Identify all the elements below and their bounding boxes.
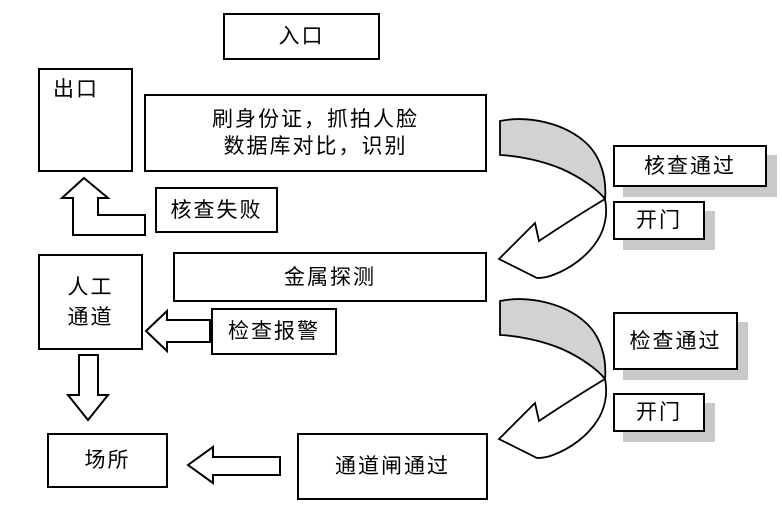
- left-arrow-alarm-to-manual: [144, 308, 211, 354]
- node-exit-label: 出口: [53, 77, 99, 101]
- node-open-door-after-verify: 开门: [613, 201, 705, 240]
- node-check-alarm: 检查报警: [211, 308, 337, 355]
- left-arrow-gate-to-venue: [186, 445, 281, 485]
- node-verify-fail-label: 核查失败: [170, 197, 263, 222]
- bent-up-arrow-fail-to-exit: [59, 176, 146, 236]
- down-arrow-manual-to-venue: [65, 354, 111, 422]
- node-entrance: 入口: [223, 13, 380, 60]
- node-check-pass-label: 检查通过: [629, 328, 722, 353]
- node-open-door-after-check: 开门: [613, 393, 705, 432]
- curved-arrow-tail: [497, 197, 608, 279]
- node-manual-channel: 人工 通道: [38, 254, 143, 350]
- node-check-alarm-label: 检查报警: [228, 319, 320, 343]
- curved-arrow-tail: [497, 377, 608, 459]
- node-entrance-label: 入口: [278, 24, 325, 48]
- node-open-door-after-verify-label: 开门: [636, 208, 682, 232]
- node-metal-detect-label: 金属探测: [284, 264, 376, 289]
- node-verify-pass-label: 核查通过: [644, 153, 736, 178]
- node-gate-pass: 通道闸通过: [297, 433, 488, 500]
- node-gate-pass-label: 通道闸通过: [335, 454, 450, 478]
- node-venue-label: 场所: [84, 448, 131, 472]
- curved-arrow-band: [499, 118, 607, 202]
- node-manual-channel-line2: 通道: [67, 305, 114, 329]
- curved-arrow-verify-pass: [497, 118, 608, 279]
- node-verify-pass: 核查通过: [613, 145, 767, 187]
- node-venue: 场所: [47, 433, 168, 488]
- node-open-door-after-check-label: 开门: [636, 400, 682, 424]
- node-exit: 出口: [38, 68, 133, 172]
- node-verify-fail: 核查失败: [155, 187, 278, 233]
- node-check-pass: 检查通过: [613, 312, 738, 370]
- curved-arrow-band: [499, 298, 607, 382]
- node-scan-line1: 刷身份证，抓拍人脸: [212, 107, 419, 131]
- node-manual-channel-line1: 人工: [67, 275, 114, 299]
- node-id-scan-face-capture: 刷身份证，抓拍人脸 数据库对比，识别: [144, 94, 487, 172]
- node-metal-detect: 金属探测: [173, 252, 487, 302]
- node-scan-line2: 数据库对比，识别: [223, 134, 408, 158]
- curved-arrow-check-pass: [497, 298, 608, 459]
